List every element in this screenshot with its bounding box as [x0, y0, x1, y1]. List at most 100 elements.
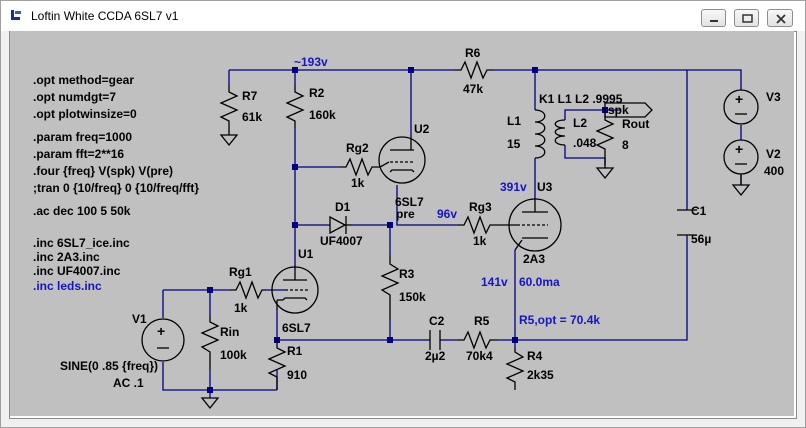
inductor-l1 [534, 109, 546, 159]
rg2-value: 1k [351, 176, 365, 190]
resistor-r3 [380, 255, 400, 320]
r6-name: R6 [465, 46, 481, 60]
minimize-button[interactable] [701, 9, 726, 27]
directive: .opt numdgt=7 [33, 90, 116, 104]
resistor-r5 [458, 330, 498, 350]
v2-value: 400 [764, 164, 784, 178]
c1-name: C1 [691, 204, 707, 218]
title-bar[interactable]: Loftin White CCDA 6SL7 v1 [1, 1, 805, 31]
rout-name: Rout [622, 117, 649, 131]
close-button[interactable] [767, 9, 793, 27]
rg3-name: Rg3 [469, 200, 492, 214]
directive-blue: .inc leds.inc [33, 279, 102, 293]
svg-text:+: + [735, 91, 743, 107]
v1-ac: AC .1 [113, 376, 144, 390]
voltage-source-v2: + [723, 139, 759, 175]
r5-name: R5 [474, 314, 490, 328]
annotation-r5opt: R5,opt = 70.4k [519, 313, 600, 327]
directive: .param freq=1000 [33, 130, 132, 144]
directive: .inc UF4007.inc [33, 264, 121, 278]
coupling-k1: K1 L1 L2 .9995 [539, 92, 623, 106]
svg-text:+: + [735, 141, 743, 157]
junction-dots [207, 67, 608, 393]
rg1-value: 1k [234, 301, 248, 315]
resistor-r7 [219, 85, 239, 128]
rg1-name: Rg1 [229, 265, 252, 279]
net-label-spk: spk [608, 103, 629, 117]
ground-icon [595, 165, 615, 180]
r6-value: 47k [463, 82, 483, 96]
ground-icon [219, 128, 239, 147]
directive: .ac dec 100 5 50k [33, 204, 131, 218]
component-labels: R7 61k R2 160k R6 47k Rg2 1k U2 6SL7 pre… [60, 46, 784, 390]
d1-name: D1 [335, 200, 351, 214]
r5-value: 70k4 [466, 349, 493, 363]
capacitor-c2 [429, 330, 441, 350]
l2-name: L2 [573, 116, 587, 130]
maximize-button[interactable] [734, 9, 759, 27]
inductor-l2 [554, 119, 566, 146]
u2-model: 6SL7 [395, 195, 424, 209]
ground-icon [200, 397, 220, 410]
r1-name: R1 [287, 344, 303, 358]
annotation-391v: 391v [500, 180, 527, 194]
c2-name: C2 [429, 314, 445, 328]
resistor-rg2 [340, 157, 380, 177]
c2-value: 2µ2 [425, 349, 446, 363]
r2-value: 160k [309, 108, 336, 122]
l1-value: 15 [507, 137, 521, 151]
annotation-current: 60.0ma [519, 275, 560, 289]
voltage-annotations: ~193v 391v 96v 141v 60.0ma R5,opt = 70.4… [294, 55, 600, 327]
v2-name: V2 [766, 147, 781, 161]
resistor-r2 [285, 85, 305, 128]
directive: .four {freq} V(spk) V(pre) [33, 164, 173, 178]
resistor-rg3 [458, 215, 500, 235]
u1-name: U1 [298, 247, 314, 261]
c1-value: 56µ [691, 232, 711, 246]
close-icon [776, 14, 786, 24]
annotation-193v: ~193v [294, 55, 328, 69]
l1-name: L1 [507, 114, 521, 128]
annotation-141v: 141v [481, 275, 508, 289]
voltage-source-v1: + [141, 318, 185, 362]
u3-model: 2A3 [523, 252, 545, 266]
rout-value: 8 [622, 138, 629, 152]
spk-net-flag [604, 102, 653, 118]
net-label-pre: pre [396, 207, 415, 221]
u1-model: 6SL7 [282, 321, 311, 335]
resistor-rin [200, 315, 220, 370]
r4-name: R4 [527, 349, 543, 363]
tube-u2 [378, 135, 426, 184]
rg2-name: Rg2 [346, 141, 369, 155]
directive: .inc 6SL7_ice.inc [33, 236, 130, 250]
schematic-canvas[interactable]: .opt method=gear .opt numdgt=7 .opt plot… [10, 31, 794, 416]
resistor-r4 [505, 348, 525, 390]
l2-value: .048 [573, 136, 597, 150]
schematic: .opt method=gear .opt numdgt=7 .opt plot… [33, 46, 784, 410]
wires [162, 69, 742, 398]
rg3-value: 1k [473, 234, 487, 248]
resistor-rout [595, 110, 615, 165]
u3-name: U3 [537, 180, 553, 194]
annotation-96v: 96v [437, 207, 457, 221]
ground-symbols [200, 128, 751, 410]
r7-value: 61k [242, 110, 262, 124]
directive: ;tran 0 {10/freq} 0 {10/freq/fft} [33, 181, 199, 195]
u2-name: U2 [414, 122, 430, 136]
directive: .param fft=2**16 [33, 147, 124, 161]
spice-directives: .opt method=gear .opt numdgt=7 .opt plot… [33, 73, 199, 293]
r7-name: R7 [242, 89, 258, 103]
tube-u1 [271, 265, 319, 314]
window-title: Loftin White CCDA 6SL7 v1 [31, 9, 179, 23]
resistor-r6 [455, 60, 493, 80]
v1-source: SINE(0 .85 {freq}) [60, 359, 158, 373]
r4-value: 2k35 [527, 368, 554, 382]
resistors [200, 60, 615, 390]
ground-icon [731, 174, 751, 197]
resistor-rg1 [230, 280, 266, 300]
r3-value: 150k [399, 290, 426, 304]
r2-name: R2 [309, 86, 325, 100]
minimize-icon [710, 20, 718, 22]
resistor-r1 [267, 340, 287, 390]
d1-model: UF4007 [320, 234, 363, 248]
